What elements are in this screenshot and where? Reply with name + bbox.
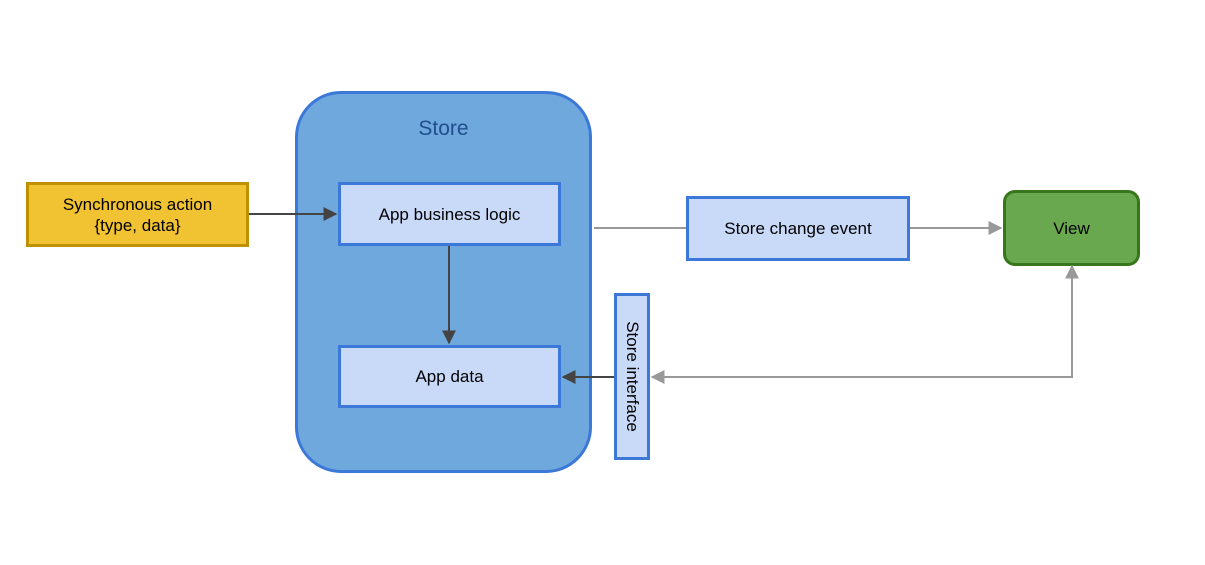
- store-change-event-node: Store change event: [686, 196, 910, 261]
- synchronous-action-node: Synchronous action {type, data}: [26, 182, 249, 247]
- logic-label: App business logic: [378, 204, 521, 224]
- store-container: Store: [295, 91, 592, 473]
- data-label: App data: [415, 367, 484, 386]
- view-label: View: [1053, 218, 1090, 238]
- action-label-line1: Synchronous action: [62, 194, 213, 214]
- app-business-logic-node: App business logic: [338, 182, 561, 246]
- store-interface-node: Store interface: [614, 293, 650, 460]
- arrow-view-to-interface: [650, 264, 1079, 384]
- view-node: View: [1003, 190, 1140, 266]
- app-data-node: App data: [338, 345, 561, 408]
- event-label: Store change event: [724, 219, 872, 238]
- action-label-line2: {type, data}: [94, 215, 181, 235]
- store-title: Store: [418, 117, 469, 140]
